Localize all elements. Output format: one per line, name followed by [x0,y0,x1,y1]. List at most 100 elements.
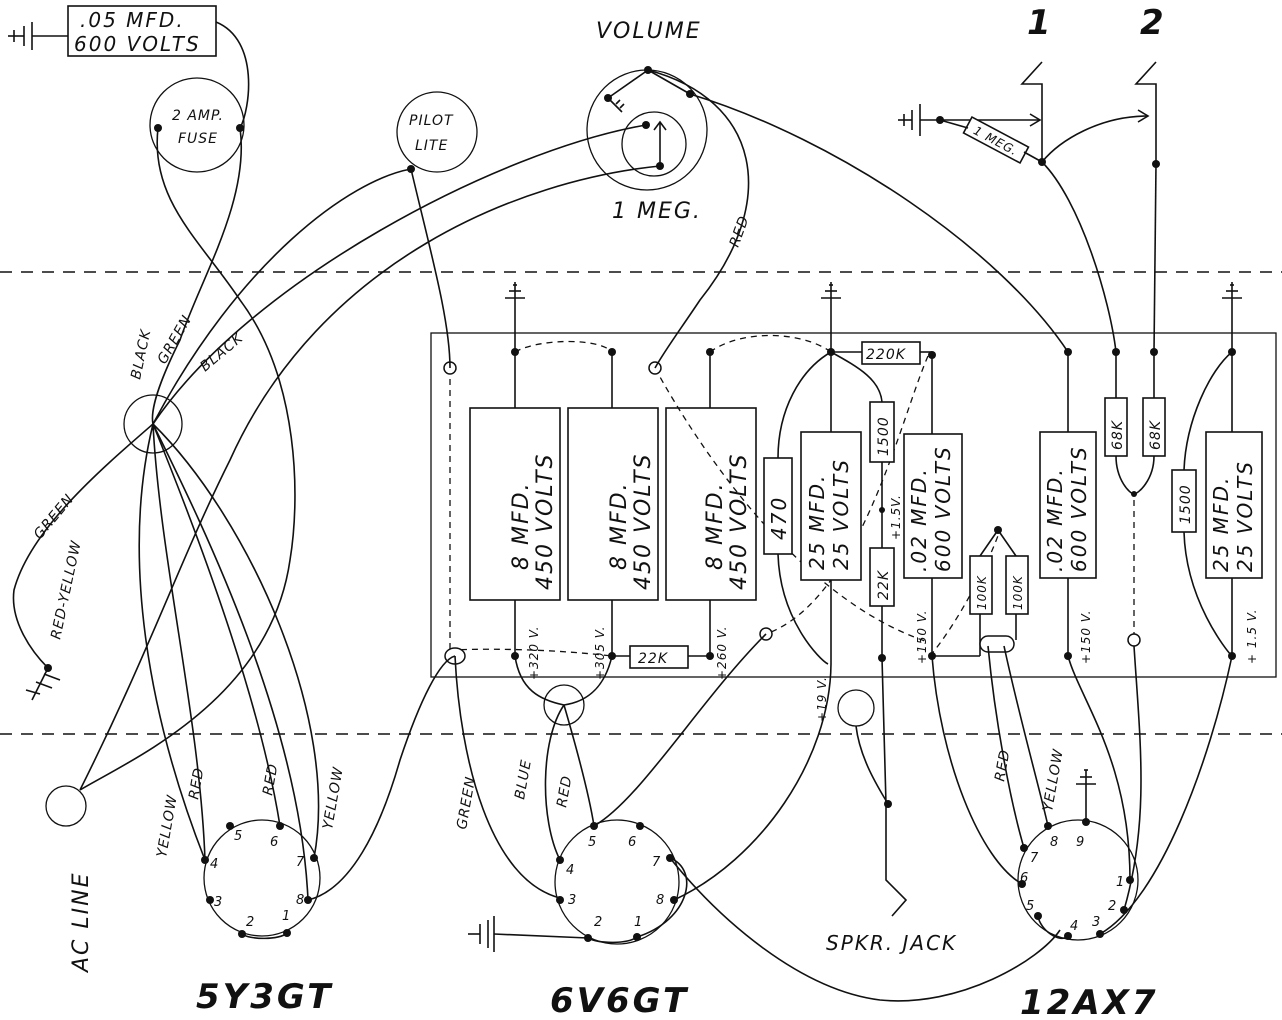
input-1-label: 1 [1027,3,1054,43]
r68k-a-label: 68K [1110,419,1126,450]
cap-c-line2: 450 VOLTS [727,452,752,590]
cap02b-line1: .02 MFD. [1043,467,1067,572]
pilot-line1: PILOT [409,113,454,129]
r100k-a-label: 100K [975,575,989,610]
v150b: +150 V. [1079,610,1093,664]
fuse-line1: 2 AMP. [172,108,224,124]
wire-green-1: GREEN [155,312,196,367]
svg-text:1: 1 [282,909,290,924]
volume-title: VOLUME [596,19,702,44]
filter-cap-a: 8 MFD. 450 VOLTS [469,348,561,656]
wire-red-12: RED [992,748,1013,783]
wire-yellow-12: YELLOW [1040,747,1067,812]
ac-line-label: AC LINE [69,871,94,974]
cap25b-line2: 25 VOLTS [1233,460,1257,572]
res-1500-b: 1500 [1171,351,1233,657]
r22k-h-label: 22K [638,651,669,667]
res-1500-a: 1500 [830,351,895,548]
r1500a-label: 1500 [876,416,892,456]
filter-cap-b: 8 MFD. 450 VOLTS [567,348,659,656]
svg-text:9: 9 [1076,835,1084,850]
r220k-label: 220K [866,347,907,363]
wire-yellow-l: YELLOW [154,793,181,858]
svg-text:7: 7 [296,855,305,870]
v320: +320 V. [527,626,541,680]
svg-text:6: 6 [270,835,278,850]
svg-text:1: 1 [634,915,642,930]
svg-text:6: 6 [1020,871,1028,886]
cap-05-line2: 600 VOLTS [74,32,201,56]
wire-red-r: RED [260,762,281,797]
cap-a-line1: 8 MFD. [509,481,534,570]
svg-text:7: 7 [652,855,661,870]
svg-text:4: 4 [566,863,574,878]
cap-b-line2: 450 VOLTS [631,452,656,590]
ground-symbols [505,282,1242,352]
svg-text:3: 3 [568,893,576,908]
svg-text:2: 2 [1108,899,1116,914]
res-22k-h: 22K [511,645,714,669]
svg-text:7: 7 [1030,851,1039,866]
wire-red-l: RED [186,766,207,801]
pilot-line2: LITE [415,138,448,154]
volume-pot: 1 MEG. [586,66,708,224]
v15b: + 1.5 V. [1245,609,1259,664]
v260: +260 V. [715,626,729,680]
cap25b-line1: 25 MFD. [1209,476,1233,572]
terminal-board [430,332,1277,678]
speaker-jack: SPKR. JACK [826,657,957,955]
cap-a-line2: 450 VOLTS [533,452,558,590]
wire-red-pot: RED [727,213,753,249]
cap-05mfd: .05 MFD. 600 VOLTS [8,5,217,57]
v305: +305 V. [593,626,607,680]
svg-text:1: 1 [1116,875,1124,890]
svg-text:2: 2 [594,915,602,930]
svg-text:3: 3 [1092,915,1100,930]
wire-red-yellow: RED-YELLOW [48,539,85,641]
socket-6v6gt: 1 2 3 4 5 6 7 8 [468,633,1061,1002]
spkr-jack-label: SPKR. JACK [826,931,957,955]
cap25a-line2: 25 VOLTS [829,458,853,570]
socket-12ax7: 1 2 3 4 5 6 7 8 9 [931,645,1233,941]
tube-12ax7-label: 12AX7 [1020,983,1159,1020]
socket-5y3gt: 1 2 3 4 5 6 7 8 [201,819,321,940]
svg-text:8: 8 [656,893,664,908]
fuse: 2 AMP. FUSE [149,77,245,173]
wire-fuse-acline [79,127,296,791]
wire-junction [123,394,183,454]
wire-black-2: BLACK [197,330,247,376]
svg-text:6: 6 [628,835,636,850]
r470-label: 470 [767,496,791,540]
svg-text:8: 8 [296,893,304,908]
svg-text:5: 5 [1026,899,1034,914]
cap-02mfd-b: .02 MFD. 600 VOLTS [1039,348,1097,660]
r22k-v-label: 22K [876,569,892,600]
res-470: 470 [763,351,832,665]
r68k-b-label: 68K [1148,419,1164,450]
wire-red-6v6: RED [554,774,575,809]
r100k-b-label: 100K [1011,575,1025,610]
cap02b-line2: 600 VOLTS [1067,445,1091,572]
res-22k-v: 22K [869,547,895,662]
svg-text:2: 2 [246,915,254,930]
cap-b-line1: 8 MFD. [607,481,632,570]
wire-black-1: BLACK [128,327,154,381]
tube-5y3gt-label: 5Y3GT [196,977,333,1017]
svg-text:4: 4 [210,857,218,872]
r1500b-label: 1500 [1178,484,1194,524]
input-jacks: 1 MEG. [898,61,1160,168]
pilot-lite: PILOT LITE [396,91,478,173]
filter-cap-c: 8 MFD. 450 VOLTS [665,348,757,656]
cap-05-line1: .05 MFD. [80,8,185,32]
cap-25mfd-b: 25 MFD. 25 VOLTS [1205,348,1263,660]
pot-label: 1 MEG. [612,199,702,224]
cap25a-line1: 25 MFD. [805,474,829,570]
v15a: +1.5V. [889,494,903,540]
wire-green-2: GREEN [31,491,78,542]
svg-text:3: 3 [214,895,222,910]
svg-text:4: 4 [1070,919,1078,934]
cap-c-line1: 8 MFD. [703,481,728,570]
input-2-label: 2 [1140,3,1167,43]
fuse-line2: FUSE [178,131,218,147]
